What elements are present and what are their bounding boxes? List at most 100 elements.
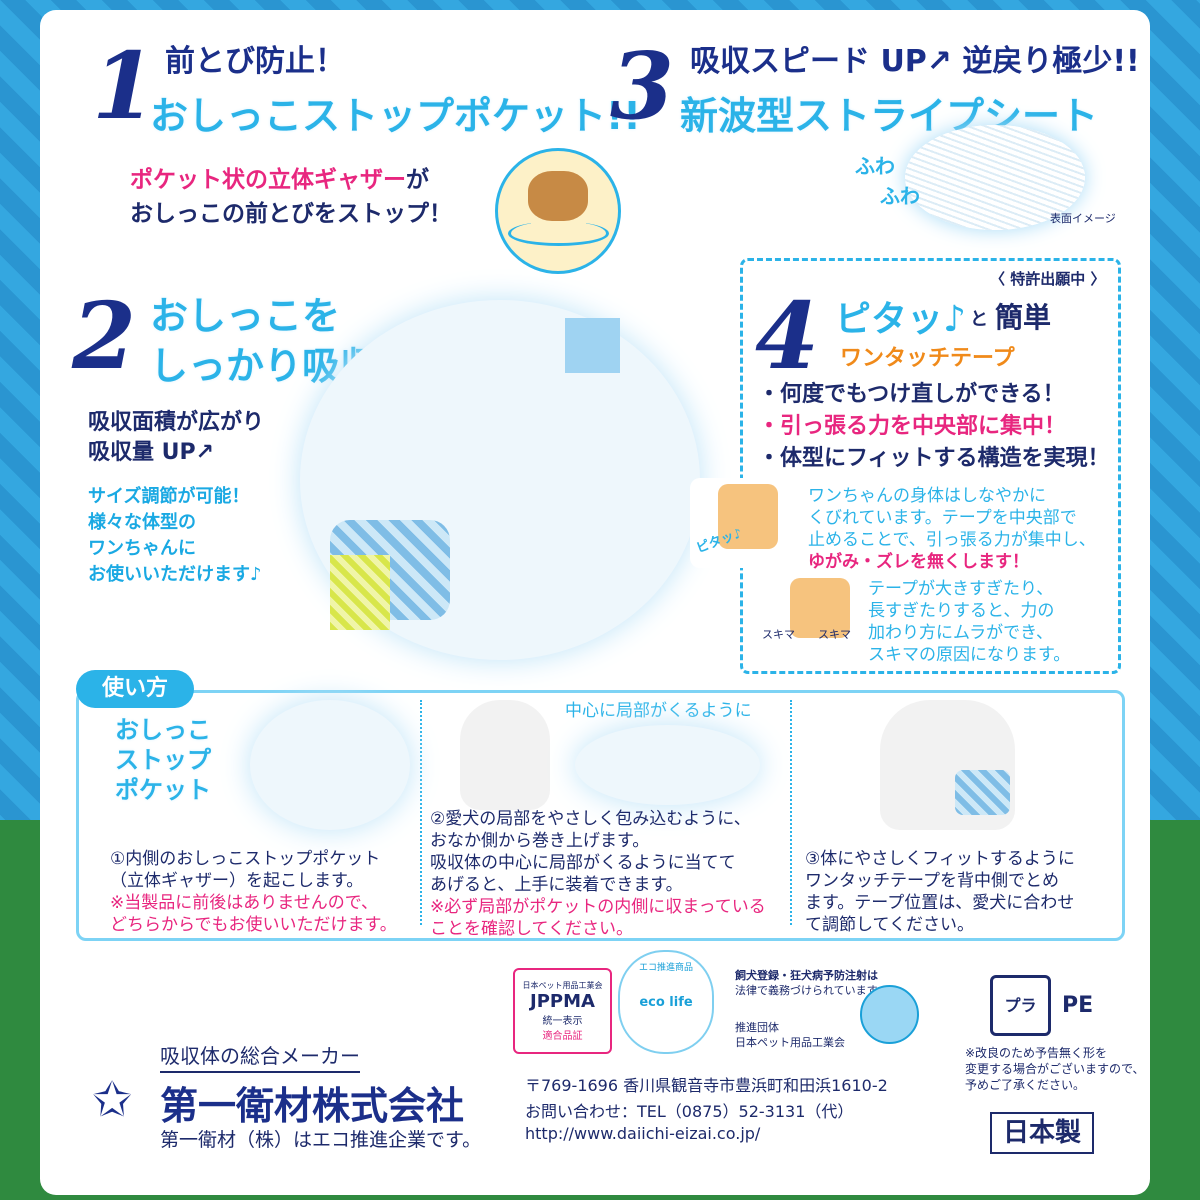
reg-line-3: 推進団体	[735, 1021, 779, 1034]
jppma-logo: 日本ペット用品工業会 JPPMA 統一表示 適合品証	[513, 968, 612, 1054]
feature3-title: 吸収スピード UP↗ 逆戻り極少!!	[690, 44, 1140, 79]
size-line-1: サイズ調節が可能！	[88, 486, 250, 507]
bullet-1: ・何度でもつけ直しができる！	[758, 382, 1065, 407]
bullet-3: ・体型にフィットする構造を実現！	[758, 446, 1110, 471]
feature2-number: 2	[72, 282, 137, 390]
dog-mascot-icon	[860, 985, 919, 1044]
step2-line-4: あげると、上手に装着できます。	[430, 875, 683, 895]
registration-notice: 飼犬登録・狂犬病予防注射は 法律で義務づけられています。 推進団体 日本ペット用…	[735, 968, 888, 1050]
pocket-label-3: ポケット	[115, 776, 211, 804]
step3-line-4: て調節してください。	[805, 915, 974, 935]
size-line-3: ワンちゃんに	[88, 538, 196, 559]
feature2-heading-1: おしっこを	[150, 294, 341, 338]
step1-line-2: （立体ギャザー）を起こします。	[110, 871, 364, 891]
feature2-sub-1: 吸収面積が広がり	[88, 410, 265, 435]
gap-line-1: テープが大きすぎたり、	[868, 579, 1054, 599]
fuwa-text-1: ふわ	[855, 154, 895, 178]
step3-text: ③体にやさしくフィットするように ワンタッチテープを背中側でとめ ます。テープ位…	[805, 848, 1075, 936]
step3-diaper-on-dog	[955, 770, 1010, 815]
jppma-top: 日本ペット用品工業会	[522, 981, 603, 990]
sukima-right: スキマ	[818, 628, 851, 641]
caption-highlight: ポケット状の立体ギャザー	[130, 167, 406, 193]
center-label: 中心に局部がくるように	[565, 701, 752, 721]
reg-line-2: 法律で義務づけられています。	[735, 984, 888, 997]
step1-diaper-illustration	[250, 700, 410, 830]
jppma-sub1: 統一表示	[542, 1016, 583, 1027]
feature2-sub-2: 吸収量 UP↗	[88, 440, 215, 465]
bullet-2: ・引っ張る力を中央部に集中！	[758, 414, 1067, 439]
step2-note-1: ※必ず局部がポケットの内側に収まっている	[430, 897, 766, 917]
howto-section	[76, 690, 1125, 941]
step2-dog-illustration	[460, 700, 550, 810]
size-line-2: 様々な体型の	[88, 512, 196, 533]
company-name: 第一衛材株式会社	[160, 1084, 465, 1128]
jppma-sub2: 適合品証	[542, 1031, 583, 1042]
onetouch-tape-text: ワンタッチテープ	[840, 346, 1015, 371]
howto-divider-1	[420, 700, 422, 925]
diaper-tape	[565, 318, 620, 373]
pocket-label-1: おしっこ	[115, 716, 211, 744]
step2-text: ②愛犬の局部をやさしく包み込むように、 おなか側から巻き上げます。 吸収体の中心…	[430, 808, 766, 940]
jppma-title: JPPMA	[530, 991, 595, 1012]
step1-note-2: どちらからでもお使いいただけます。	[110, 915, 397, 935]
company-tagline: 吸収体の総合メーカー	[160, 1040, 360, 1073]
pla-recycle-icon: プラ	[990, 975, 1051, 1036]
gap-line-3: 加わり方にムラができ、	[868, 623, 1053, 643]
company-eco: 第一衛材（株）はエコ推進企業です。	[160, 1129, 482, 1151]
patent-pending: 〈 特許出願中 〉	[990, 270, 1106, 288]
fit-text: ワンちゃんの身体はしなやかに くびれています。テープを中央部で 止めることで、引…	[808, 485, 1096, 573]
dog-fit-illustration	[718, 484, 778, 549]
step1-text: ①内側のおしっこストップポケット （立体ギャザー）を起こします。 ※当製品に前後…	[110, 848, 397, 936]
reg-line-4: 日本ペット用品工業会	[735, 1036, 845, 1049]
dog-hind-illustration	[528, 171, 588, 221]
eco-logo: エコ推進商品 eco life	[618, 950, 714, 1054]
feature1-caption: ポケット状の立体ギャザーが おしっこの前とびをストップ！	[130, 160, 452, 228]
stripe-sheet-illustration	[905, 125, 1085, 230]
dog-gap-illustration	[790, 578, 850, 638]
size-adjust-text: サイズ調節が可能！ 様々な体型の ワンちゃんに お使いいただけます♪	[88, 484, 262, 588]
feature1-number: 1	[92, 32, 157, 140]
gap-line-2: 長すぎたりすると、力の	[868, 601, 1055, 621]
company-tel: お問い合わせ：TEL（0875）52-3131（代）	[525, 1102, 854, 1121]
notice-line-3: 予めご了承ください。	[965, 1078, 1086, 1092]
fit-line-1: ワンちゃんの身体はしなやかに	[808, 486, 1046, 506]
caption-line2: おしっこの前とびをストップ！	[130, 201, 452, 227]
pocket-illustration	[495, 148, 621, 274]
company-address: 〒769-1696 香川県観音寺市豊浜町和田浜1610-2	[525, 1076, 888, 1095]
size-line-4: お使いいただけます♪	[88, 564, 262, 585]
pocket-label-2: ストップ	[115, 746, 211, 774]
eco-label: eco life	[639, 995, 693, 1010]
step3-line-1: ③体にやさしくフィットするように	[805, 849, 1075, 869]
kantan-text: 簡単	[995, 301, 1052, 334]
eco-top: エコ推進商品	[638, 963, 693, 973]
feature4-number: 4	[755, 282, 820, 390]
made-in-japan: 日本製	[990, 1112, 1094, 1154]
feature1-title: 前とび防止！	[165, 44, 345, 79]
howto-tab: 使い方	[76, 670, 194, 708]
fit-line-4: ゆがみ・ズレを無くします！	[808, 552, 1029, 572]
step3-line-2: ワンタッチテープを背中側でとめ	[805, 871, 1059, 891]
step3-line-3: ます。テープ位置は、愛犬に合わせ	[805, 893, 1075, 913]
diaper-yellow-panel	[330, 555, 390, 630]
pocket-label: おしっこ ストップ ポケット	[115, 715, 211, 805]
surface-image-note: 表面イメージ	[1050, 212, 1116, 225]
caption-ga: が	[406, 167, 429, 193]
step1-line-1: ①内側のおしっこストップポケット	[110, 849, 381, 869]
reg-line-1: 飼犬登録・狂犬病予防注射は	[735, 969, 878, 982]
step2-line-2: おなか側から巻き上げます。	[430, 831, 650, 851]
feature1-heading: おしっこストップポケット!!	[150, 94, 641, 138]
howto-divider-2	[790, 700, 792, 925]
company-url[interactable]: http://www.daiichi-eizai.co.jp/	[525, 1124, 761, 1143]
sukima-left: スキマ	[762, 628, 795, 641]
to-text: と	[970, 309, 988, 330]
fit-line-3: 止めることで、引っ張る力が集中し、	[808, 530, 1096, 550]
step2-diaper-illustration	[575, 725, 760, 805]
star-logo-icon: ✩	[92, 1072, 133, 1128]
gather-illustration	[508, 221, 609, 246]
gap-text: テープが大きすぎたり、 長すぎたりすると、力の 加わり方にムラができ、 スキマの…	[868, 578, 1070, 666]
notice-text: ※改良のため予告無く形を 変更する場合がございますので、 予めご了承ください。	[965, 1045, 1145, 1093]
step1-note-1: ※当製品に前後はありませんので、	[110, 893, 379, 913]
pe-label: PE	[1062, 993, 1094, 1018]
fuwa-text-2: ふわ	[880, 184, 920, 208]
feature3-number: 3	[610, 32, 675, 140]
